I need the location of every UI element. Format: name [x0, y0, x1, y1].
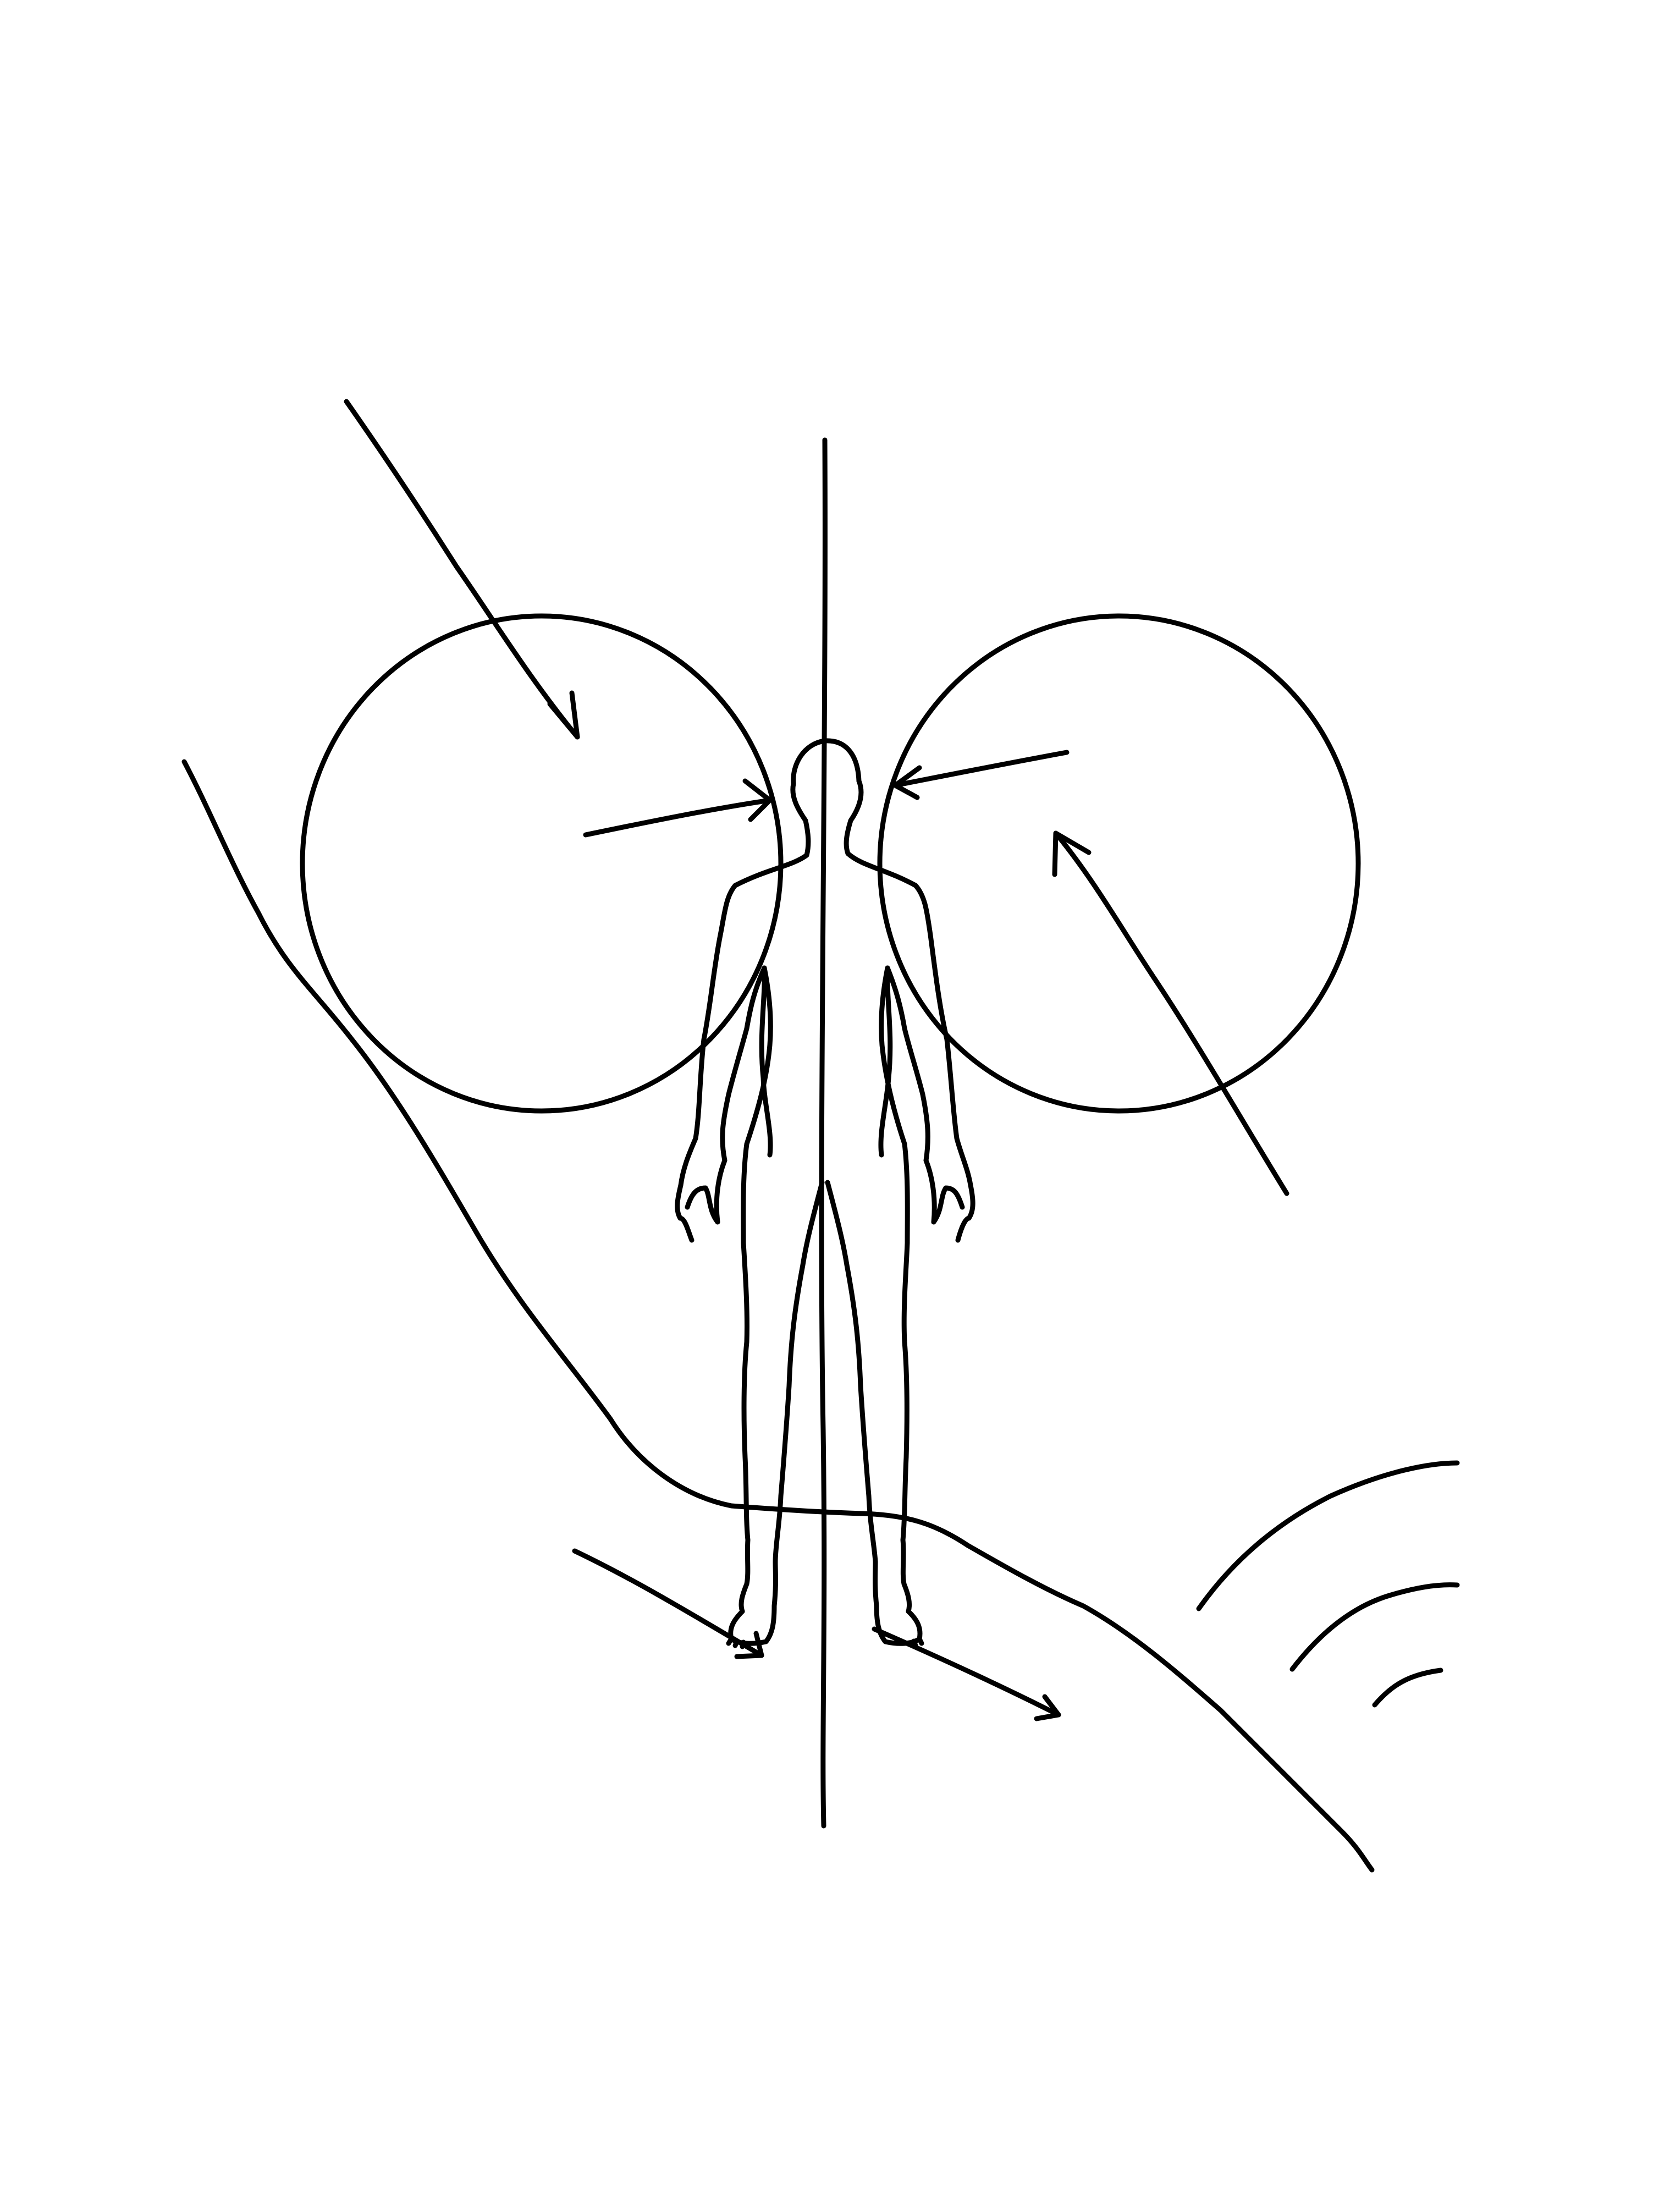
- figure-left-outline: [675, 781, 811, 1614]
- vertical-axis-line: [819, 437, 828, 1829]
- right-circle: [877, 613, 1361, 1114]
- figure-head: [791, 738, 862, 786]
- ground-curve: [181, 759, 1375, 1873]
- diagonal-arrow-bottom-right: [1052, 830, 1289, 1196]
- bottom-arrow-right: [872, 1626, 1061, 1721]
- figure-right-inner-leg: [825, 1180, 878, 1565]
- figure-left-inner-leg: [773, 1180, 825, 1565]
- arrowhead-icon: [547, 690, 580, 740]
- arrowhead-icon: [1034, 1694, 1061, 1721]
- arrowhead-icon: [892, 765, 922, 800]
- bottom-arrow-left: [572, 1548, 764, 1659]
- figure-left-arm-inner: [759, 965, 773, 1158]
- figure-right-arm-inner: [878, 965, 893, 1158]
- diagonal-arrow-top-left: [344, 399, 580, 740]
- inward-arrow-right: [892, 750, 1070, 800]
- figure-right-outline: [844, 778, 975, 1614]
- inward-arrow-left: [583, 778, 773, 838]
- concentric-arcs: [1196, 1460, 1460, 1708]
- arc-inner: [1372, 1668, 1443, 1708]
- figure-left-foot: [728, 1559, 778, 1646]
- arc-outer: [1196, 1460, 1460, 1611]
- arrowhead-icon: [742, 778, 773, 822]
- arc-middle: [1289, 1582, 1460, 1672]
- arrowhead-icon: [1052, 830, 1092, 877]
- left-circle: [300, 613, 784, 1114]
- arrowhead-icon: [734, 1631, 764, 1659]
- figure-right-foot: [873, 1559, 923, 1646]
